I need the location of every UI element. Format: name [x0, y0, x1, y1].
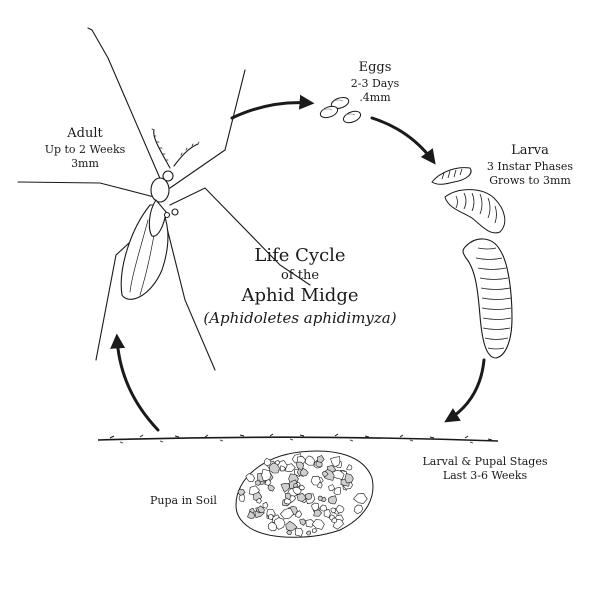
label-larva: Larva 3 Instar Phases Grows to 3mm [470, 143, 590, 188]
soil-pebble [304, 455, 315, 466]
soil-pebble [305, 530, 312, 536]
soil-pebble [285, 520, 298, 532]
soil-pebble [333, 487, 342, 496]
soil-pebble [304, 493, 313, 500]
soil-pebble [311, 528, 318, 533]
larva-medium-illustration [444, 189, 506, 234]
arrow-eggs-to-larva [370, 116, 436, 165]
soil-pebble [321, 470, 329, 478]
soil-pebble [335, 504, 345, 514]
soil-pebble [353, 504, 364, 515]
soil-pebble [263, 457, 272, 467]
soil-pebble [255, 479, 261, 486]
soil-pebble [346, 464, 353, 471]
arrow-adult-to-eggs [230, 94, 315, 120]
eggs-duration: 2-3 Days [350, 76, 400, 90]
larval-pupal-duration: Last 3-6 Weeks [442, 469, 528, 483]
soil-pebble [268, 521, 278, 532]
label-eggs: Eggs 2-3 Days .4mm [325, 60, 425, 105]
soil-pebble [344, 473, 354, 484]
adult-midge-illustration [17, 27, 311, 371]
soil-pebble [299, 484, 305, 491]
soil-pebble [280, 507, 294, 520]
soil-pebble [284, 492, 292, 501]
soil-pebble [237, 488, 246, 496]
larva-size: Grows to 3mm [489, 173, 571, 187]
soil-pebble [295, 510, 303, 518]
soil-pebble [268, 514, 274, 521]
larva-phases: 3 Instar Phases [486, 159, 574, 173]
soil-pebble [305, 519, 316, 528]
soil-pebble [280, 483, 291, 493]
soil-pebble [328, 495, 337, 505]
soil-pebble [331, 517, 337, 523]
soil-pebble [323, 508, 331, 518]
cycle-arrows [110, 94, 486, 432]
title-line-2: of the [280, 268, 320, 283]
scientific-name: (Aphidoletes aphidimyza) [203, 309, 397, 327]
soil-surface [97, 433, 499, 444]
soil-pebble [238, 494, 246, 502]
soil-pebble [262, 501, 269, 509]
soil-pebble [256, 498, 262, 504]
larva-small-illustration [431, 167, 472, 185]
soil-pebble [295, 527, 304, 537]
soil-pebble [313, 509, 322, 517]
soil-pebble [295, 461, 305, 471]
adult-duration: Up to 2 Weeks [44, 142, 126, 156]
soil-pebble [247, 510, 256, 519]
title-line-1: Life Cycle [254, 245, 346, 266]
soil-pebble [293, 482, 299, 488]
larva-name: Larva [511, 143, 549, 158]
diagram-title: Life Cycle of the Aphid Midge (Aphidolet… [200, 244, 400, 329]
label-pupa: Pupa in Soil [150, 494, 240, 508]
soil-pebble [286, 530, 292, 535]
eggs-name: Eggs [358, 60, 392, 75]
soil-pebble [299, 518, 307, 526]
soil-pebble [300, 468, 309, 477]
soil-pebble [330, 507, 337, 514]
soil-pebble [269, 462, 280, 474]
soil-pebble [353, 493, 368, 504]
soil-pebble [296, 492, 307, 503]
pupa-soil-clump [235, 450, 374, 538]
soil-pebble [292, 486, 302, 495]
title-line-3: Aphid Midge [241, 285, 359, 306]
adult-size: 3mm [71, 156, 99, 170]
arrow-larva-to-soil [444, 358, 486, 423]
adult-name: Adult [67, 126, 103, 141]
eggs-size: .4mm [359, 90, 391, 104]
larval-pupal-name: Larval & Pupal Stages [422, 455, 548, 468]
soil-pebble [245, 473, 255, 483]
soil-pebble [317, 455, 325, 463]
soil-pebble [328, 484, 336, 492]
larva-large-illustration [462, 238, 513, 359]
soil-pebble [317, 495, 323, 502]
soil-pebble [311, 519, 325, 530]
soil-pebble [279, 465, 286, 472]
soil-pebble [257, 505, 265, 514]
soil-pebble [267, 484, 275, 492]
label-larval-pupal: Larval & Pupal Stages Last 3-6 Weeks [405, 455, 565, 483]
label-adult: Adult Up to 2 Weeks 3mm [35, 126, 135, 171]
soil-pebble [330, 456, 341, 468]
soil-pebble [310, 475, 321, 486]
pupa-name: Pupa in Soil [150, 494, 217, 507]
arrow-soil-to-adult [110, 333, 160, 432]
eggs-illustration [319, 96, 362, 124]
soil-pebble [261, 468, 272, 482]
